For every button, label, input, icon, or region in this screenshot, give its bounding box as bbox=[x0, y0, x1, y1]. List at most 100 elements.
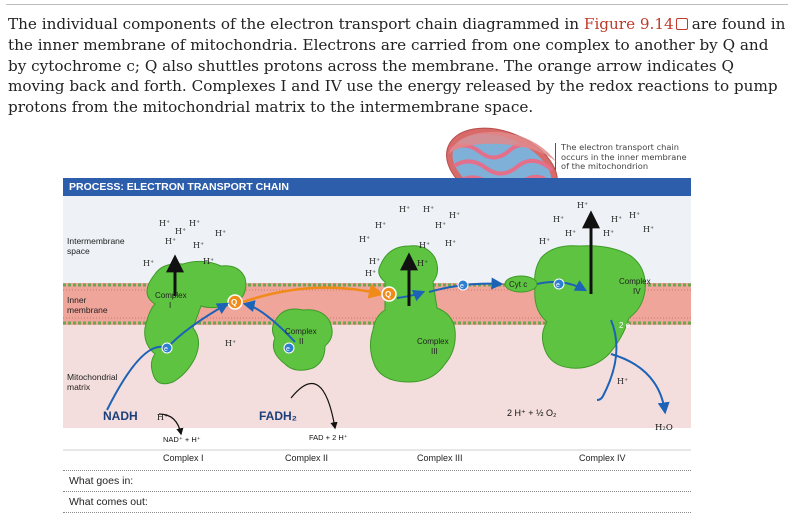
proton-6: H+ bbox=[193, 241, 204, 250]
figure-caption: The individual components of the electro… bbox=[8, 14, 788, 118]
figure-link[interactable]: Figure 9.14 bbox=[583, 15, 674, 33]
electron-1 bbox=[161, 342, 173, 354]
column-label-complex-4: Complex IV bbox=[579, 453, 626, 463]
proton-28: H+ bbox=[539, 237, 550, 246]
water-arrow bbox=[610, 353, 670, 415]
q-circle-2 bbox=[381, 286, 397, 302]
top-rule bbox=[6, 4, 788, 5]
electron-2 bbox=[283, 342, 295, 354]
complex-3-shape bbox=[369, 245, 456, 383]
q-circle-1 bbox=[227, 294, 243, 310]
caption-text-start: The individual components of the electro… bbox=[8, 15, 584, 33]
inset-note-line-3: of the mitochondrion bbox=[561, 161, 649, 172]
proton-10: H+ bbox=[399, 205, 410, 214]
what-comes-out-row[interactable]: What comes out: bbox=[63, 491, 691, 513]
lower-white-region bbox=[63, 428, 691, 462]
inset-note-line-2: occurs in the inner membrane bbox=[561, 151, 687, 162]
oxygen-equation: 2 H⁺ + ½ O₂ bbox=[507, 408, 557, 418]
proton-7: H+ bbox=[143, 259, 154, 268]
complex-3-number: III bbox=[431, 347, 438, 356]
electron-path-6 bbox=[596, 319, 618, 401]
what-goes-in-label: What goes in: bbox=[69, 475, 134, 487]
nadh-proton: H+ bbox=[157, 413, 168, 422]
electron-transport-diagram: Intermembrane space Inner membrane Mitoc… bbox=[63, 196, 691, 463]
electron-4-label: e bbox=[556, 282, 560, 289]
fadh2-label: FADH₂ bbox=[259, 409, 297, 423]
proton-19: H+ bbox=[417, 259, 428, 268]
column-label-complex-1: Complex I bbox=[163, 453, 204, 463]
complex-4-shape bbox=[534, 245, 646, 369]
proton-26: H+ bbox=[603, 229, 614, 238]
electrons: e e e e 2 e bbox=[161, 278, 631, 354]
column-label-complex-2: Complex II bbox=[285, 453, 328, 463]
q-shuttle-arrow bbox=[242, 283, 384, 304]
water-label: H₂O bbox=[655, 423, 673, 433]
cristae bbox=[448, 142, 556, 205]
what-comes-out-label: What comes out: bbox=[69, 496, 148, 508]
q-label-2: Q bbox=[385, 290, 391, 299]
proton-13: H+ bbox=[375, 221, 386, 230]
proton-17: H+ bbox=[445, 239, 456, 248]
proton-16: H+ bbox=[419, 241, 430, 250]
proton-8: H+ bbox=[203, 257, 214, 266]
mitochondrion-cut-face bbox=[448, 131, 558, 164]
fadh2-arrow bbox=[290, 383, 338, 430]
two-electrons-label: 2 e bbox=[619, 321, 631, 330]
process-header: PROCESS: ELECTRON TRANSPORT CHAIN bbox=[63, 178, 691, 196]
proton-25: H+ bbox=[565, 229, 576, 238]
electron-3-label: e bbox=[460, 283, 464, 290]
complex-2-number: II bbox=[299, 337, 303, 346]
electron-1-label: e bbox=[164, 346, 168, 353]
inner-membrane-label-1: Inner bbox=[67, 295, 87, 305]
electron-path-2 bbox=[242, 300, 296, 343]
proton-5: H+ bbox=[165, 237, 176, 246]
proton-14: H+ bbox=[435, 221, 446, 230]
complex-1-shape bbox=[144, 260, 247, 385]
complex-3-name: Complex bbox=[417, 337, 449, 346]
electron-3 bbox=[457, 279, 469, 291]
complex-1-name: Complex bbox=[155, 291, 187, 300]
proton-27: H+ bbox=[643, 225, 654, 234]
fad-label: FAD + 2 H⁺ bbox=[309, 433, 348, 442]
matrix-label-1: Mitochondrial bbox=[67, 372, 118, 382]
proton-24: H+ bbox=[629, 211, 640, 220]
proton-11: H+ bbox=[423, 205, 434, 214]
intermembrane-label-2: space bbox=[67, 246, 90, 256]
inset-note-line-1: The electron transport chain bbox=[561, 142, 680, 152]
external-link-icon[interactable] bbox=[675, 18, 688, 30]
proton-18: H+ bbox=[369, 257, 380, 266]
proton-9: H+ bbox=[225, 339, 236, 348]
what-goes-in-row[interactable]: What goes in: bbox=[63, 470, 691, 491]
complex-4-name: Complex bbox=[619, 277, 651, 286]
inset-note: The electron transport chain occurs in t… bbox=[555, 142, 701, 172]
electron-2-label: e bbox=[286, 346, 290, 353]
electron-4 bbox=[553, 278, 565, 290]
proton-15: H+ bbox=[359, 235, 370, 244]
inner-membrane-label-2: membrane bbox=[67, 305, 108, 315]
proton-12: H+ bbox=[449, 211, 460, 220]
proton-20: H+ bbox=[365, 269, 376, 278]
proton-22: H+ bbox=[553, 215, 564, 224]
proton-1: H+ bbox=[159, 219, 170, 228]
complex-4-number: IV bbox=[633, 287, 641, 296]
column-label-complex-3: Complex III bbox=[417, 453, 463, 463]
proton-23: H+ bbox=[611, 215, 622, 224]
nad-plus-label: NAD⁺ + H⁺ bbox=[163, 435, 201, 444]
proton-3: H+ bbox=[189, 219, 200, 228]
nadh-arrow bbox=[158, 413, 184, 436]
intermembrane-label-1: Intermembrane bbox=[67, 236, 125, 246]
proton-21: H+ bbox=[577, 201, 588, 210]
nadh-label: NADH bbox=[103, 409, 138, 423]
cytochrome-c-label: Cyt c bbox=[509, 280, 527, 289]
electron-path-3 bbox=[396, 289, 426, 302]
proton-29: H+ bbox=[617, 377, 628, 386]
caption-text-end: are found in the inner membrane of mitoc… bbox=[8, 15, 786, 117]
proton-4: H+ bbox=[215, 229, 226, 238]
matrix-label-2: matrix bbox=[67, 382, 91, 392]
complex-1-number: I bbox=[169, 301, 171, 310]
complex-2-shape bbox=[271, 308, 333, 371]
proton-labels: H+ H+ H+ H+ H+ H+ H+ H+ H+ H+ H+ H+ H+ H… bbox=[143, 201, 654, 386]
complex-2-name: Complex bbox=[285, 327, 317, 336]
q-label-1: Q bbox=[231, 298, 237, 307]
proton-2: H+ bbox=[175, 227, 186, 236]
